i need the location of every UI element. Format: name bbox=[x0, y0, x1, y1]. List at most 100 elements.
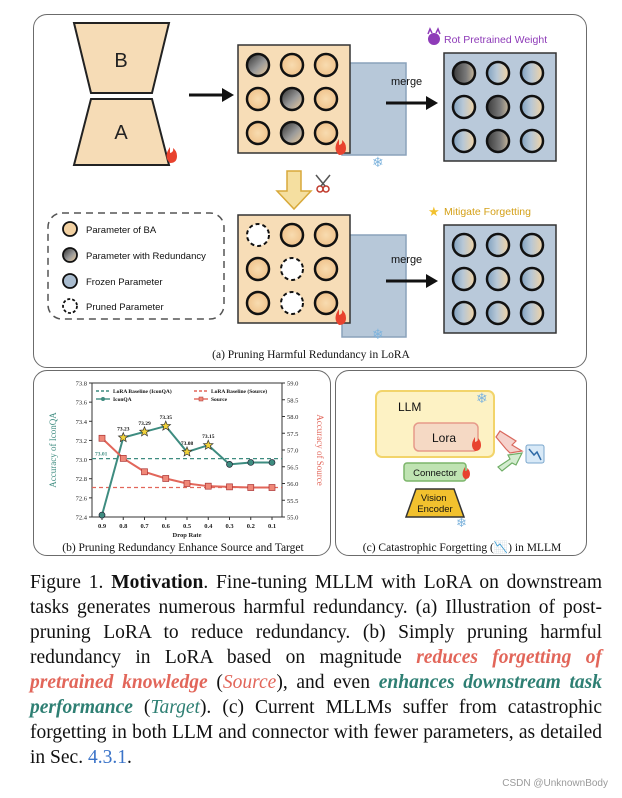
devil-icon bbox=[427, 27, 441, 45]
data-label: 73.23 bbox=[117, 427, 130, 433]
x-tick-label: 0.6 bbox=[162, 523, 171, 530]
merged-matrix-bottom bbox=[443, 224, 557, 334]
fire-icon bbox=[462, 467, 470, 479]
source-point bbox=[141, 468, 148, 476]
arrow-right-icon bbox=[189, 88, 234, 102]
source-point bbox=[119, 455, 127, 462]
x-tick-label: 0.2 bbox=[247, 523, 255, 530]
connector-block: Connector bbox=[403, 462, 467, 482]
ba-matrix-top bbox=[237, 44, 351, 154]
panel-a-figure: B A ❄ merg bbox=[47, 22, 557, 361]
right-tick-label: 58.5 bbox=[287, 397, 298, 404]
legend-item: Parameter with Redundancy bbox=[86, 251, 206, 262]
figure-caption: Figure 1. Motivation. Fine-tuning MLLM w… bbox=[30, 570, 602, 770]
left-tick-label: 73.4 bbox=[76, 419, 88, 426]
legend-item: Pruned Parameter bbox=[86, 302, 164, 313]
left-tick-label: 73.2 bbox=[76, 438, 87, 445]
vision-encoder-block: Vision Encoder bbox=[404, 488, 466, 518]
data-label: 73.29 bbox=[138, 421, 151, 427]
data-label: 73.08 bbox=[181, 441, 194, 447]
right-tick-label: 55.5 bbox=[287, 498, 298, 505]
left-tick-label: 73.0 bbox=[76, 457, 87, 464]
x-tick-label: 0.4 bbox=[204, 523, 213, 530]
mllm-diagram: LLM ❄ Lora Connector Vision Encoder ❄ bbox=[363, 390, 561, 554]
legend-label: IconQA bbox=[113, 397, 132, 403]
merge-label-top: merge bbox=[391, 76, 422, 88]
legend-item: Parameter of BA bbox=[86, 225, 157, 236]
chart-decrease-icon bbox=[525, 444, 545, 464]
right-tick-label: 56.0 bbox=[287, 481, 298, 488]
block-b-label: B bbox=[114, 50, 127, 72]
caption-text-5: ). (c) Current MLLMs suffer from catastr… bbox=[30, 697, 602, 768]
source-point bbox=[226, 483, 233, 491]
left-tick-label: 72.4 bbox=[76, 515, 88, 522]
panel-a-caption: (a) Pruning Harmful Redundancy in LoRA bbox=[212, 349, 410, 361]
chart-caption: (b) Pruning Redundancy Enhance Source an… bbox=[62, 542, 304, 554]
iconqa-point bbox=[226, 461, 233, 468]
legend-item: Frozen Parameter bbox=[86, 277, 163, 288]
iconqa-star-point bbox=[117, 431, 129, 443]
forgetting-arrows bbox=[495, 430, 524, 472]
x-tick-label: 0.5 bbox=[183, 523, 192, 530]
iconqa-star-point bbox=[138, 425, 151, 437]
snowflake-icon: ❄ bbox=[372, 326, 384, 342]
snowflake-icon: ❄ bbox=[372, 154, 384, 170]
drop-rate-chart: 72.472.672.873.073.273.473.673.855.055.5… bbox=[48, 381, 325, 555]
rot-pretrained-label: Rot Pretrained Weight bbox=[444, 34, 547, 46]
iconqa-star-point bbox=[181, 445, 193, 457]
fire-icon bbox=[335, 139, 346, 155]
arrow-right-icon bbox=[386, 96, 438, 110]
x-tick-label: 0.1 bbox=[268, 523, 276, 530]
llm-label: LLM bbox=[398, 400, 421, 414]
caption-text-3: ), and even bbox=[276, 672, 379, 693]
left-axis-label: Accuracy of IconQA bbox=[48, 412, 58, 488]
right-tick-label: 57.0 bbox=[287, 448, 298, 455]
source-point bbox=[204, 482, 212, 490]
caption-red-bold: reduces forgetting of pretrained knowled… bbox=[30, 647, 602, 693]
legend-label: Source bbox=[211, 397, 228, 403]
panel-c-caption: (c) Catastrophic Forgetting (📉) in MLLM bbox=[363, 540, 561, 554]
iconqa-star-point bbox=[202, 439, 214, 451]
x-tick-label: 0.7 bbox=[140, 523, 149, 530]
left-tick-label: 72.6 bbox=[76, 495, 88, 502]
caption-prefix: Figure 1. bbox=[30, 572, 112, 593]
right-tick-label: 56.5 bbox=[287, 464, 298, 471]
x-axis-label: Drop Rate bbox=[173, 532, 202, 539]
right-tick-label: 55.0 bbox=[287, 515, 298, 522]
snowflake-icon: ❄ bbox=[456, 515, 467, 530]
lora-block-a: A bbox=[72, 98, 171, 166]
iconqa-point bbox=[98, 511, 106, 519]
legend-label: LoRA Baseline (Source) bbox=[211, 388, 267, 395]
caption-text-1: . Fine-tuning MLLM with LoRA on downstre… bbox=[30, 572, 602, 668]
legend-label: LoRA Baseline (IconQA) bbox=[113, 388, 172, 395]
legend-marker bbox=[101, 397, 105, 401]
source-point bbox=[247, 484, 255, 491]
section-link[interactable]: 4.3.1 bbox=[87, 747, 127, 768]
x-tick-label: 0.8 bbox=[119, 523, 128, 530]
scissors-icon bbox=[315, 174, 331, 193]
merged-matrix-top bbox=[443, 52, 557, 162]
series-line-iconqa bbox=[101, 424, 272, 516]
source-point bbox=[183, 480, 191, 487]
lora-block: Lora bbox=[413, 422, 479, 452]
pruned-ba-matrix bbox=[237, 214, 351, 324]
panel-a: B A ❄ merg bbox=[33, 14, 587, 368]
data-label: 73.35 bbox=[160, 415, 173, 421]
block-a-label: A bbox=[114, 122, 128, 144]
right-tick-label: 58.0 bbox=[287, 414, 298, 421]
lora-block-b: B bbox=[72, 22, 171, 94]
iconqa-star-point bbox=[160, 420, 172, 431]
legend-box: Parameter of BA Parameter with Redundanc… bbox=[47, 212, 225, 320]
source-point bbox=[162, 475, 170, 482]
caption-text-2: ( bbox=[207, 672, 223, 693]
left-tick-label: 73.8 bbox=[76, 381, 87, 388]
caption-target: Target bbox=[150, 697, 200, 718]
lora-label: Lora bbox=[432, 431, 456, 445]
caption-source: Source bbox=[222, 672, 277, 693]
connector-label: Connector bbox=[413, 468, 457, 479]
right-axis-label: Accuracy of Source bbox=[315, 414, 325, 485]
left-tick-label: 73.6 bbox=[76, 400, 88, 407]
fire-icon bbox=[472, 437, 481, 451]
arrow-right-icon bbox=[386, 274, 438, 288]
